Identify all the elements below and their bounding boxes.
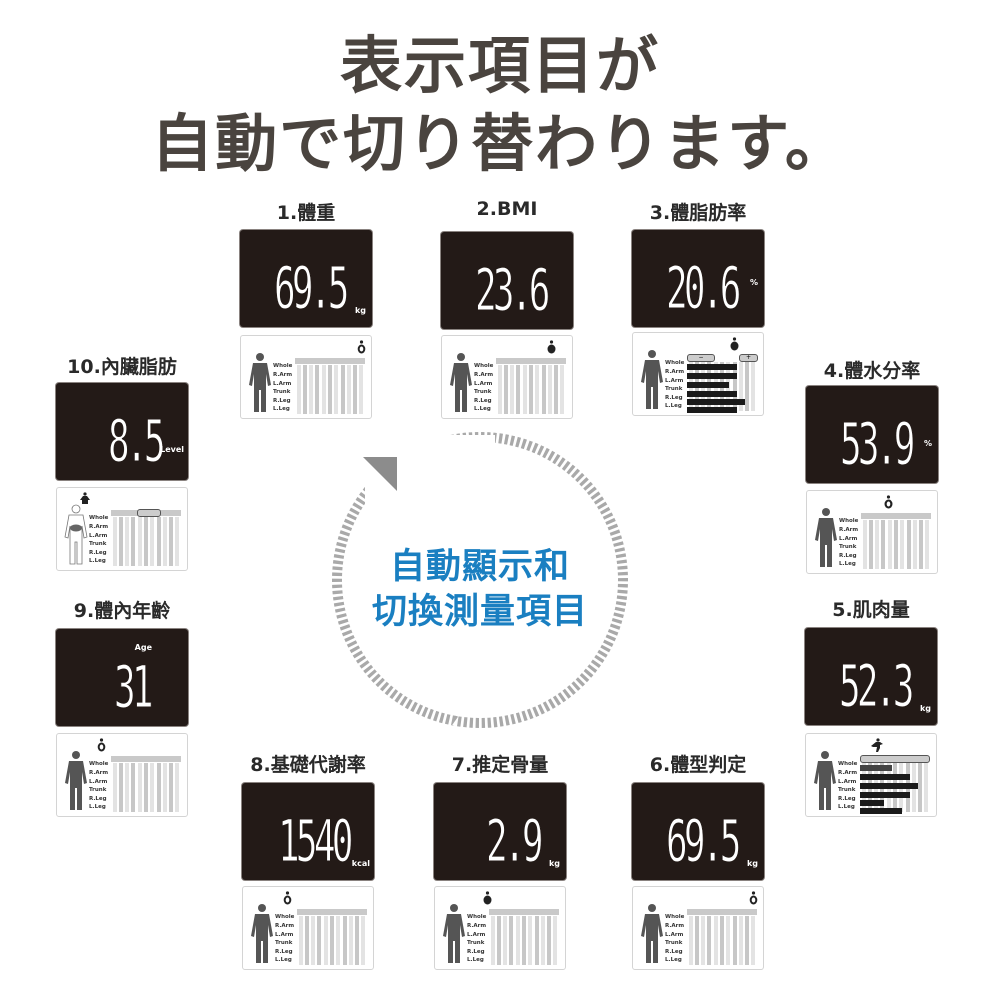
body-type-icon: [97, 738, 106, 752]
segment-grid: [111, 756, 181, 812]
lcd-unit: Level: [160, 445, 184, 454]
lcd-screen: 23.6: [441, 232, 573, 329]
lcd-unit: %: [923, 439, 932, 448]
segment-grid: [861, 513, 931, 569]
segment-grid: [295, 358, 365, 414]
body-type-icon: [547, 340, 556, 354]
segment-grid: [860, 755, 930, 814]
segment-grid: [111, 509, 181, 566]
lcd-screen: 1540 kcal: [242, 783, 374, 880]
lcd-value: 52.3: [839, 652, 915, 720]
human-figure-icon: [65, 751, 87, 810]
lcd-value: 20.6: [666, 254, 742, 322]
lcd-value: 2.9: [486, 807, 544, 875]
segment-grid: [687, 909, 757, 965]
body-type-icon: [730, 337, 739, 351]
lcd-unit: kcal: [351, 859, 370, 868]
plus-indicator: +: [739, 354, 758, 362]
human-figure-icon: [443, 904, 465, 963]
lcd-unit: Age: [134, 643, 152, 652]
human-figure-icon: [251, 904, 273, 963]
minus-indicator: −: [687, 354, 715, 362]
card-label: 8.基礎代謝率: [250, 754, 366, 776]
body-type-icon: [483, 891, 492, 905]
lcd-screen: 69.5 kg: [240, 230, 372, 327]
body-type-icon: [749, 891, 758, 905]
card-label: 7.推定骨量: [451, 754, 549, 776]
lcd-unit: kg: [919, 704, 931, 713]
card-label: 10.內臟脂肪: [67, 356, 177, 378]
body-type-icon: [357, 340, 366, 354]
lcd-unit: kg: [548, 859, 560, 868]
lcd-screen: 31 Age: [56, 629, 188, 726]
body-type-icon: [283, 891, 292, 905]
human-figure-icon: [815, 508, 837, 567]
lcd-screen: 20.6 %: [632, 230, 764, 327]
lcd-unit: %: [749, 278, 758, 287]
lcd-value: 69.5: [274, 254, 350, 322]
lcd-value: 53.9: [840, 410, 916, 478]
card-label: 2.BMI: [476, 198, 538, 220]
segment-grid: [489, 909, 559, 965]
human-figure-icon: [450, 353, 472, 412]
human-figure-icon: [249, 353, 271, 412]
segment-grid: [297, 909, 367, 965]
visceral-figure-icon: [64, 504, 88, 565]
segment-grid: [496, 358, 566, 414]
card-label: 4.體水分率: [823, 360, 921, 382]
center-text-line-2: 切換測量項目: [371, 592, 588, 632]
human-figure-icon: [641, 350, 663, 409]
segment-grid: − +: [687, 354, 758, 413]
cycle-arrow-icon: [332, 432, 628, 728]
card-label: 6.體型判定: [649, 754, 747, 776]
lcd-screen: 8.5 Level: [56, 383, 188, 480]
level-indicator: [137, 509, 161, 517]
card-label: 5.肌肉量: [832, 599, 910, 621]
lcd-value: 31: [114, 653, 154, 721]
card-label: 9.體內年齡: [73, 600, 171, 622]
human-figure-icon: [814, 751, 836, 810]
lcd-value: 8.5: [108, 407, 166, 475]
lcd-screen: 2.9 kg: [434, 783, 566, 880]
lcd-unit: kg: [746, 859, 758, 868]
card-label: 3.體脂肪率: [649, 202, 747, 224]
body-type-icon: [80, 492, 90, 504]
body-type-icon: [884, 495, 893, 509]
headline-line-2: 自動で切り替わります。: [151, 107, 849, 180]
lcd-unit: kg: [354, 306, 366, 315]
lcd-screen: 69.5 kg: [632, 783, 764, 880]
athlete-body-type-icon: [871, 738, 883, 752]
lcd-value: 69.5: [666, 807, 742, 875]
headline-line-1: 表示項目が: [339, 29, 660, 102]
card-label: 1.體重: [276, 202, 336, 224]
center-text-line-1: 自動顯示和: [389, 547, 570, 587]
lcd-screen: 52.3 kg: [805, 628, 937, 725]
lcd-screen: 53.9 %: [806, 386, 938, 483]
range-indicator: [860, 755, 930, 763]
human-figure-icon: [641, 904, 663, 963]
lcd-value: 23.6: [475, 256, 551, 324]
lcd-value: 1540: [278, 807, 354, 875]
